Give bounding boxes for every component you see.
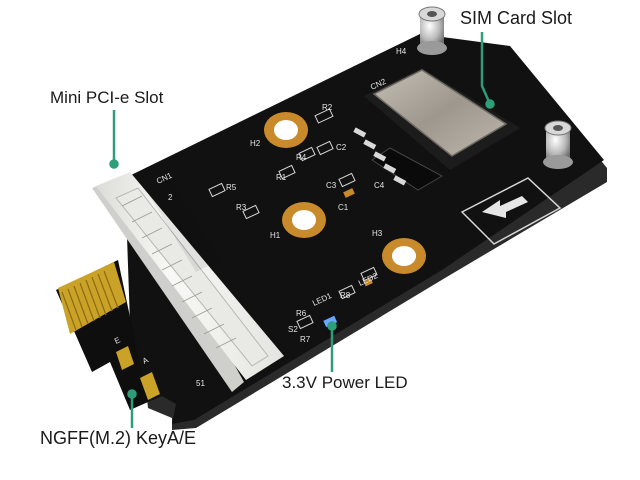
- silk-r4: R4: [296, 153, 307, 162]
- silk-r1: R1: [276, 173, 287, 182]
- callout-power-led: 3.3V Power LED: [282, 373, 408, 392]
- silk-r7: R7: [300, 335, 311, 344]
- silk-key-a: A: [141, 355, 150, 366]
- silk-key-e: E: [113, 335, 122, 345]
- mounting-hole-h3: [382, 238, 426, 274]
- silkscreen: CN1 CN2 H1 H2 H3 H4 LED1 LED2 R1 R2 R3 R…: [113, 47, 407, 388]
- callout-ngff-key: NGFF(M.2) KeyA/E: [40, 428, 197, 448]
- silk-h4: H4: [396, 47, 407, 56]
- silk-r8: R8: [340, 291, 351, 300]
- mounting-hole-h1: [282, 202, 326, 238]
- silk-h2: H2: [250, 139, 261, 148]
- capacitor-pad: [363, 278, 373, 287]
- callout-sim-card-slot: SIM Card Slot: [460, 8, 573, 28]
- callout-lines: [109, 32, 495, 428]
- silk-r6: R6: [296, 309, 307, 318]
- smd-components: [208, 108, 378, 330]
- silk-pin51: 51: [196, 379, 205, 388]
- capacitor-c1: [343, 188, 355, 198]
- silk-s2: S2: [288, 325, 298, 334]
- mounting-hole-h2: [264, 112, 308, 148]
- silk-r2: R2: [322, 103, 333, 112]
- ngff-gold-connector: [56, 260, 160, 410]
- arrow-box: [460, 177, 562, 245]
- arrow-left-icon: [482, 196, 528, 218]
- standoff-screw-top: [417, 6, 447, 55]
- leader-sim: [480, 32, 492, 105]
- silk-r3: R3: [236, 203, 247, 212]
- silk-c4: C4: [374, 181, 385, 190]
- mini-pcie-slot: [92, 172, 284, 392]
- silk-r5: R5: [226, 183, 237, 192]
- power-led: [323, 315, 338, 328]
- silk-h1: H1: [270, 231, 281, 240]
- standoff-screw-right: [543, 120, 573, 169]
- silk-c1: C1: [338, 203, 349, 212]
- silk-h3: H3: [372, 229, 383, 238]
- silk-c2: C2: [336, 143, 347, 152]
- silk-c3: C3: [326, 181, 337, 190]
- silk-pin2: 2: [168, 193, 173, 202]
- callout-mini-pcie-slot: Mini PCI-e Slot: [50, 88, 164, 107]
- sim-card-holder: [353, 68, 520, 191]
